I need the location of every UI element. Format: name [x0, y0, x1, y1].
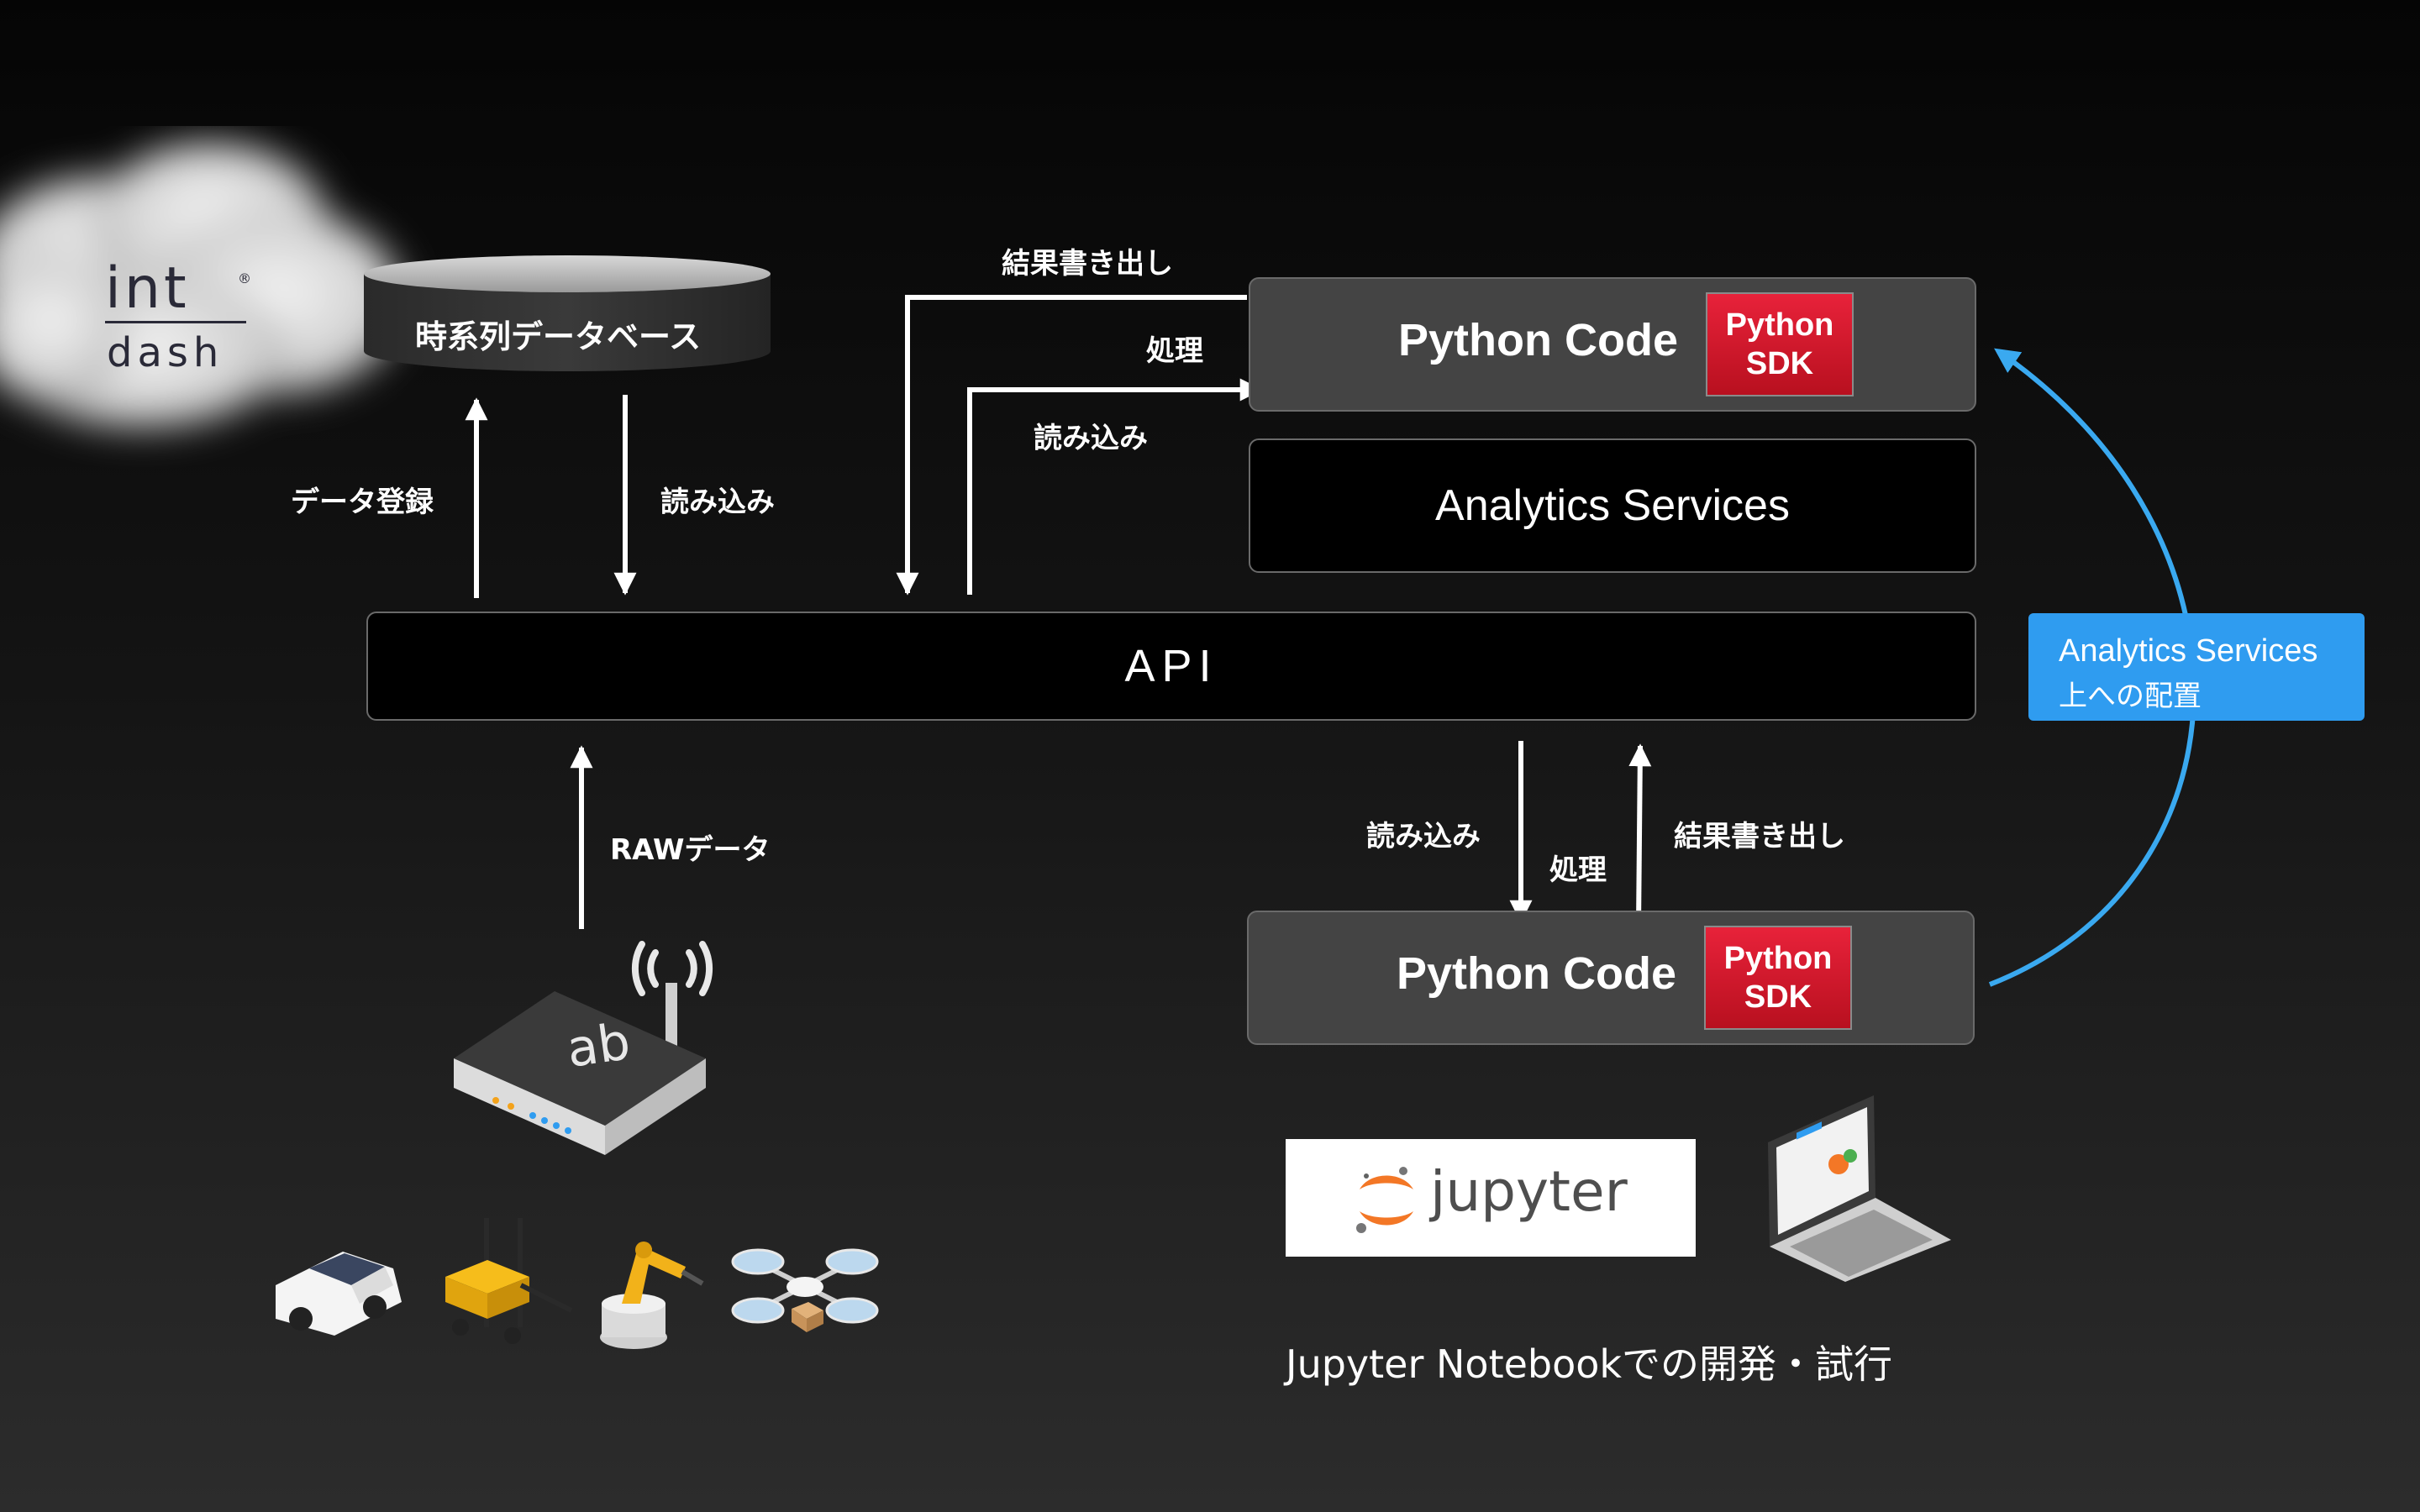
car-icon — [276, 1252, 402, 1336]
label-top-read: 読み込み — [1034, 422, 1148, 455]
label-bottom-process: 処理 — [1549, 853, 1607, 887]
deploy-badge-line1: Analytics Services — [2059, 633, 2318, 669]
database-label: 時系列データベース — [415, 318, 702, 355]
api-label: API — [1124, 641, 1218, 691]
logo-registered-mark: ® — [238, 270, 251, 286]
analytics-services-panel: Analytics Services — [1249, 438, 1976, 573]
jupyter-wordmark: jupyter — [1430, 1159, 1628, 1224]
drone-icon — [731, 1248, 879, 1332]
deploy-badge: Analytics Services 上への配置 — [2028, 613, 2365, 721]
sdk-line1: Python — [1725, 307, 1834, 343]
api-panel: API — [366, 612, 1976, 721]
jupyter-orbit-icon — [1356, 1167, 1413, 1233]
logo-line2: dash — [107, 329, 224, 376]
cloud-icon — [0, 143, 403, 428]
forklift-icon — [445, 1218, 573, 1344]
label-bottom-read: 読み込み — [1366, 820, 1481, 853]
sdk-line2: SDK — [1744, 979, 1812, 1015]
logo-line1: int — [105, 255, 190, 322]
python-code-title: Python Code — [1398, 315, 1678, 365]
python-code-panel-bottom: Python Code Python SDK — [1247, 911, 1975, 1045]
robot-arm-icon — [600, 1242, 704, 1349]
python-sdk-badge: Python SDK — [1704, 926, 1852, 1030]
arrow-top-write — [896, 295, 1247, 596]
python-code-panel-top: Python Code Python SDK — [1249, 277, 1976, 412]
svg-text:ab: ab — [563, 1012, 634, 1079]
sdk-line2: SDK — [1745, 346, 1814, 381]
deploy-badge-line2: 上への配置 — [2059, 680, 2202, 713]
jupyter-logo: jupyter — [1286, 1139, 1696, 1257]
label-raw-data: RAWデータ — [610, 833, 771, 867]
analytics-services-label: Analytics Services — [1435, 481, 1790, 530]
python-sdk-badge: Python SDK — [1706, 292, 1854, 396]
router-icon: ab — [454, 941, 713, 1155]
intdash-logo: int ® dash — [105, 255, 252, 376]
arrow-top-read — [967, 378, 1263, 595]
label-bottom-write: 結果書き出し — [1674, 820, 1845, 853]
label-top-process: 処理 — [1146, 334, 1203, 368]
sdk-line1: Python — [1723, 941, 1833, 976]
label-db-read: 読み込み — [660, 486, 775, 519]
label-data-register: データ登録 — [291, 486, 434, 519]
laptop-icon — [1768, 1095, 1951, 1282]
database-icon — [364, 255, 771, 371]
arrow-bottom-write — [1628, 743, 1652, 928]
python-code-title: Python Code — [1397, 948, 1676, 999]
label-top-write: 結果書き出し — [1002, 247, 1173, 281]
jupyter-caption: Jupyter Notebookでの開発・試行 — [1286, 1341, 1893, 1387]
logo-divider — [105, 321, 246, 323]
